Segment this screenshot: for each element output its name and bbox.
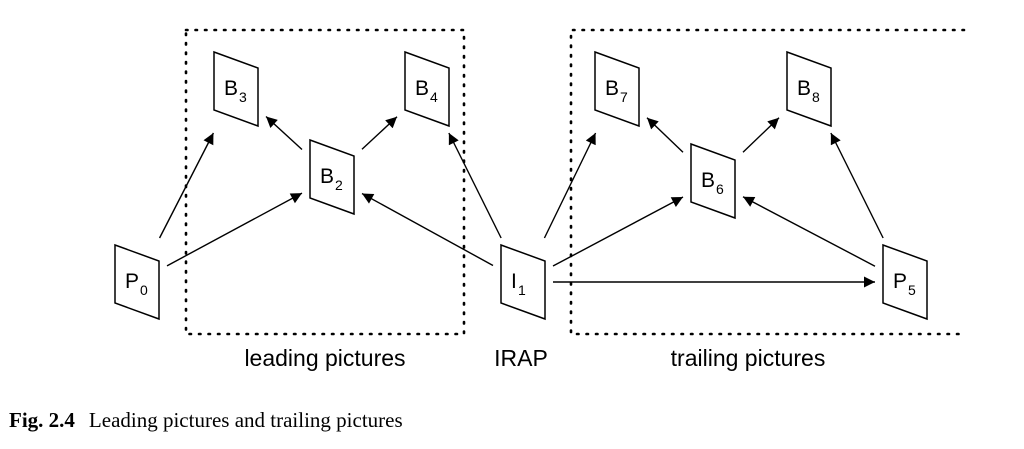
figure-caption-text: Leading pictures and trailing pictures <box>88 408 403 432</box>
arrow-p0-to-b3 <box>158 132 215 239</box>
frame-shape <box>786 50 832 128</box>
arrow-b2-to-b4 <box>361 116 398 150</box>
frame-subscript: 8 <box>812 89 820 105</box>
arrow-b6-to-b8 <box>742 117 780 153</box>
frame-shape <box>500 243 546 321</box>
arrow-i1-to-b2 <box>361 192 494 267</box>
frame-shape <box>594 50 640 128</box>
frame-subscript: 0 <box>140 282 148 298</box>
frame-subscript: 4 <box>430 89 438 105</box>
frame-letter: B <box>605 77 619 100</box>
frame-letter: B <box>224 77 238 100</box>
frame-letter: B <box>415 77 429 100</box>
arrow-b2-to-b3 <box>265 115 303 151</box>
edges <box>158 115 884 288</box>
arrow-i1-to-b7 <box>543 132 597 239</box>
frame-shape <box>114 243 160 321</box>
arrow-i1-to-b4 <box>448 132 502 239</box>
trailing-pictures-label: trailing pictures <box>671 345 826 371</box>
figure-caption: Fig. 2.4 Leading pictures and trailing pi… <box>9 408 403 433</box>
frame-shape <box>309 138 355 216</box>
frame-subscript: 6 <box>716 181 724 197</box>
leading-pictures-box <box>184 28 466 336</box>
frame-letter: I <box>511 270 517 293</box>
frame-shape <box>882 243 928 321</box>
frame-subscript: 2 <box>335 177 343 193</box>
frame-shape <box>404 50 450 128</box>
frame-letter: B <box>797 77 811 100</box>
frame-subscript: 7 <box>620 89 628 105</box>
frame-subscript: 3 <box>239 89 247 105</box>
trailing-pictures-box <box>569 28 966 336</box>
frame-subscript: 5 <box>908 282 916 298</box>
leading-pictures-label: leading pictures <box>244 345 405 371</box>
frame-shape <box>690 142 736 220</box>
arrow-p5-to-b6 <box>742 196 876 267</box>
arrow-b6-to-b7 <box>646 117 684 153</box>
frame-subscript: 1 <box>518 282 526 298</box>
frame-letter: B <box>701 169 715 192</box>
frame-letter: B <box>320 165 334 188</box>
figure-number: Fig. 2.4 <box>9 408 75 432</box>
frame-letter: P <box>125 270 139 293</box>
irap-label: IRAP <box>494 345 548 371</box>
frame-letter: P <box>893 270 907 293</box>
frame-shape <box>213 50 259 128</box>
arrow-i1-to-b6 <box>552 196 684 267</box>
arrow-p0-to-b2 <box>166 192 303 267</box>
arrow-p5-to-b8 <box>830 132 884 239</box>
